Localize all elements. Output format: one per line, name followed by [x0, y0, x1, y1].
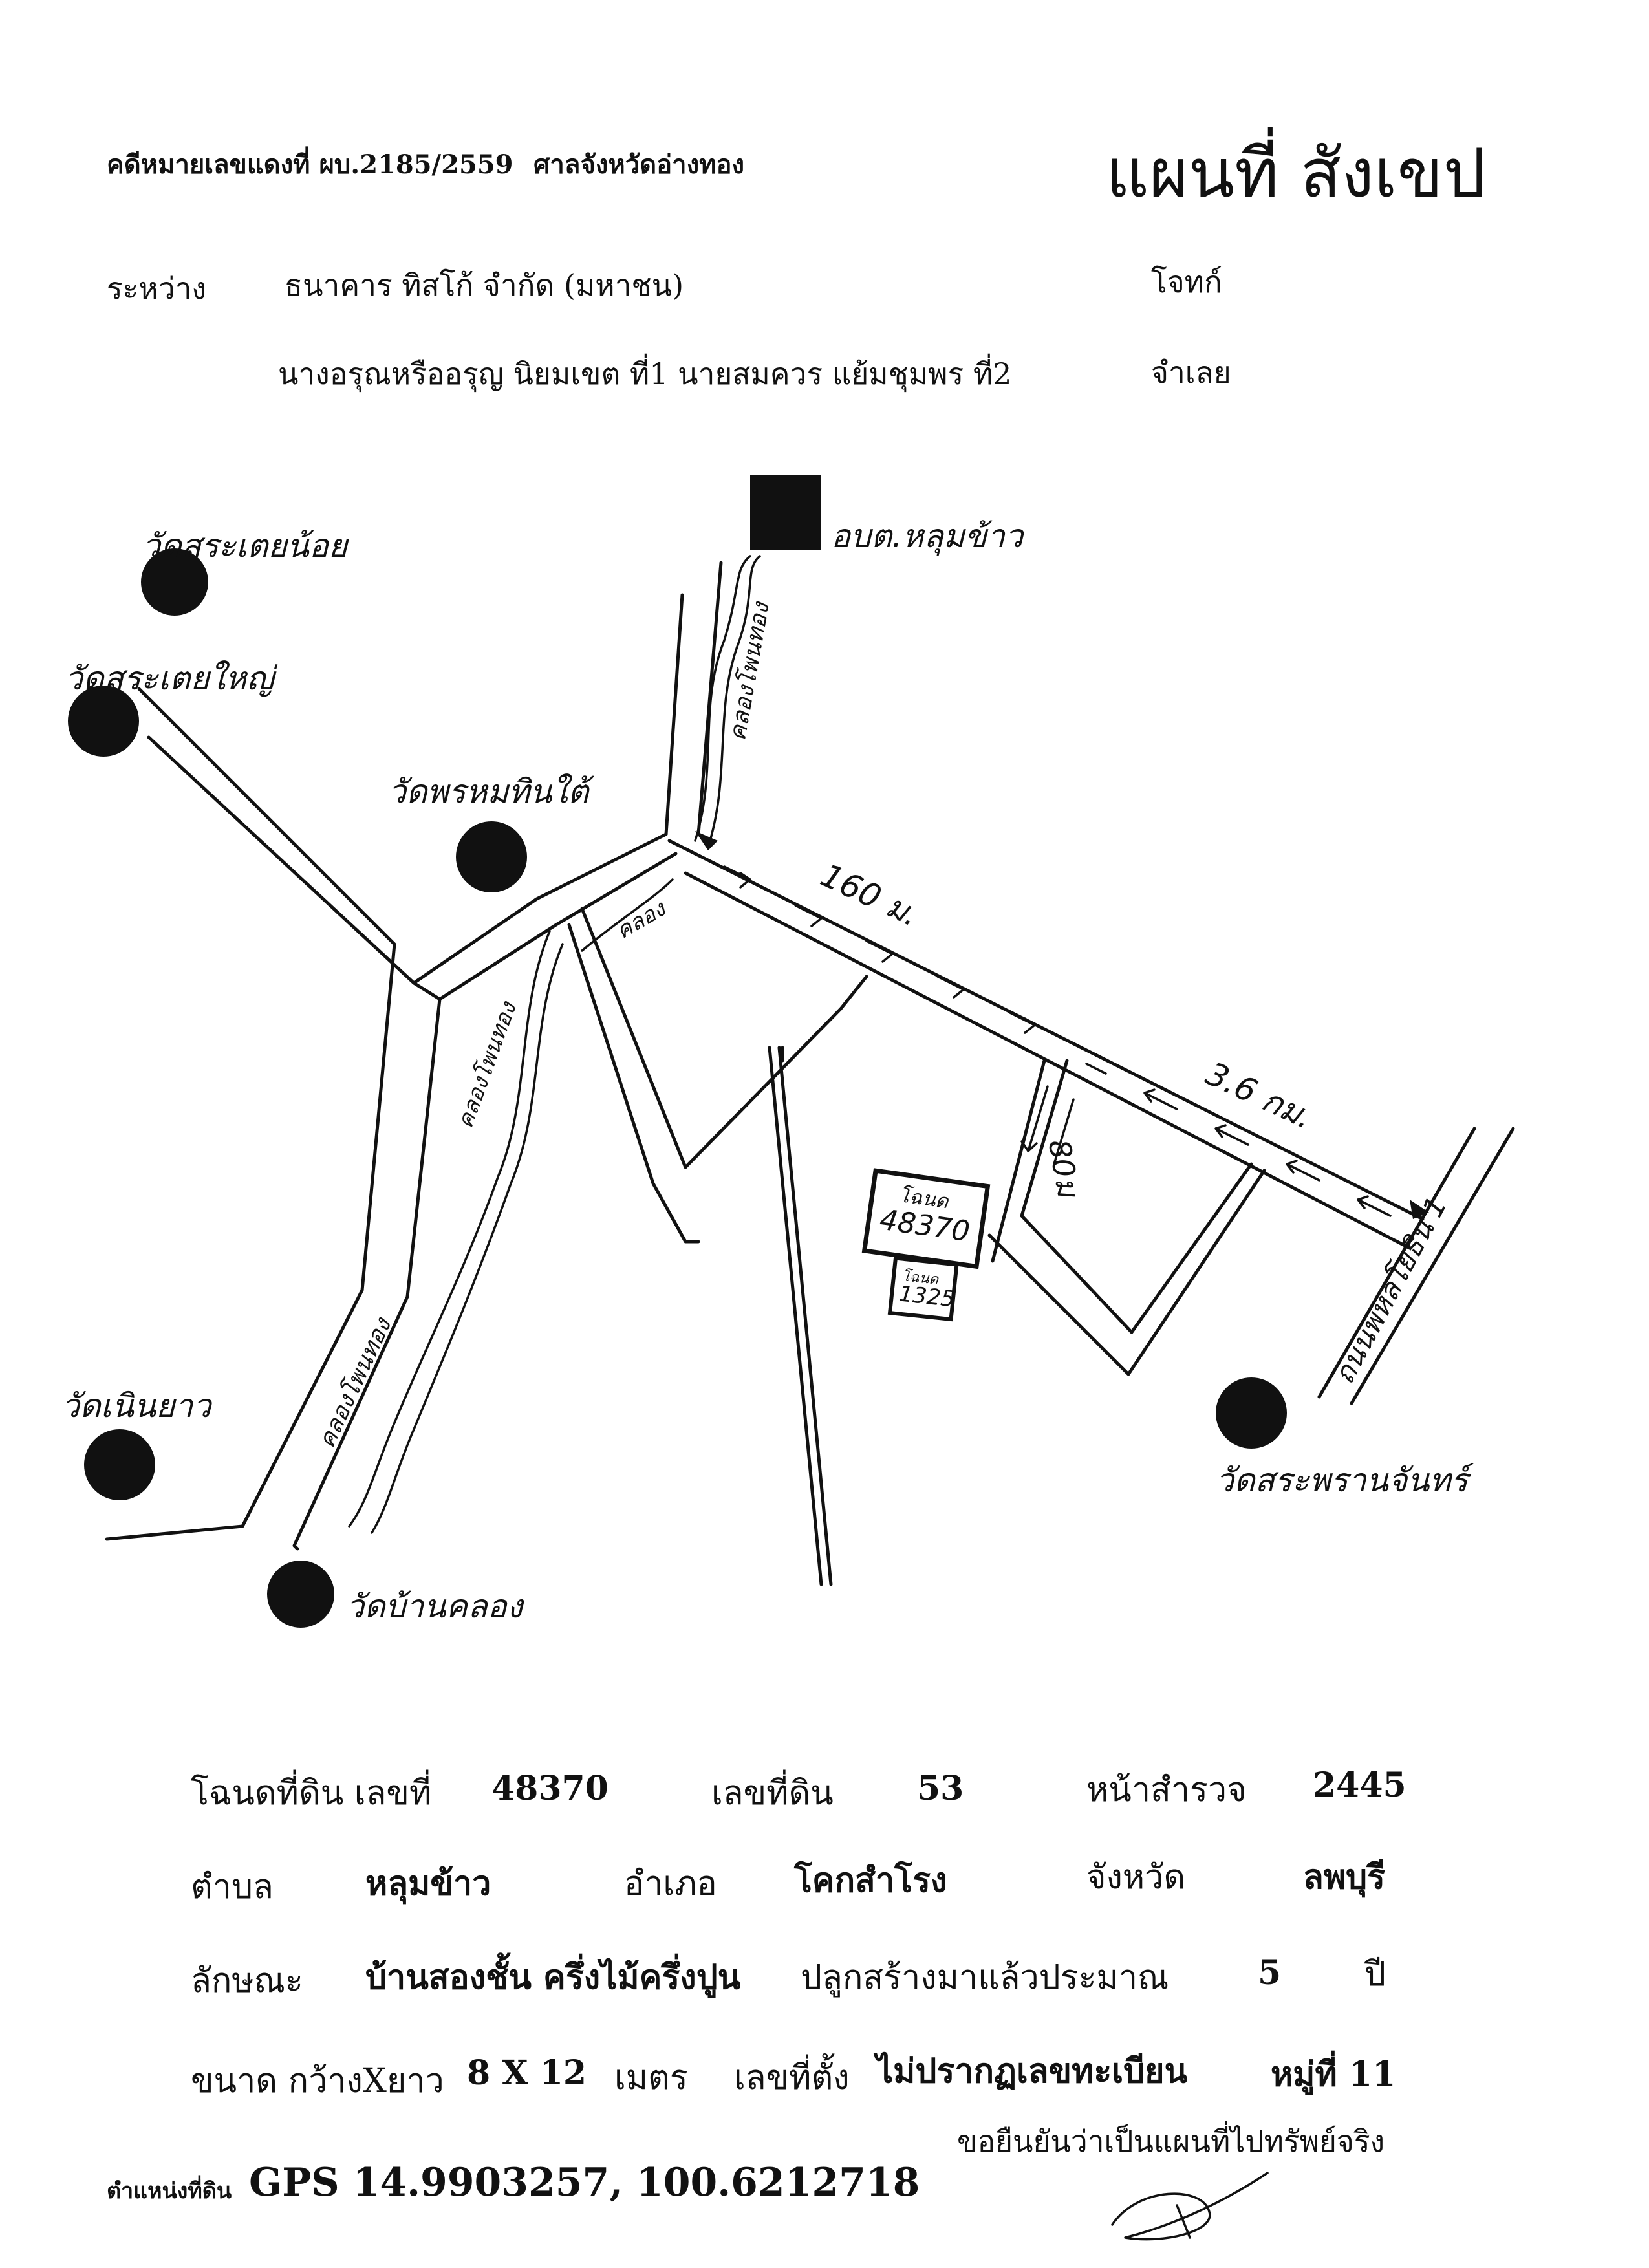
age-label: ปลูกสร้างมาแล้วประมาณ	[801, 1958, 1169, 1997]
survey-label: หน้าสำรวจ	[1086, 1771, 1247, 1809]
label-temple-saraphet-noi: วัดสระเตยน้อย	[142, 527, 348, 565]
page-title: แผนที่ สังเขป	[1106, 134, 1486, 213]
province-value: ลพบุรี	[1303, 1857, 1386, 1897]
land-number: 53	[917, 1769, 964, 1808]
size-label: ขนาด กว้างXยาว	[191, 2062, 444, 2101]
road-down-b	[777, 1046, 833, 1586]
signature	[1111, 2172, 1269, 2241]
province-label: จังหวัด	[1086, 1858, 1186, 1897]
canal-north-b	[694, 555, 751, 842]
road-down-a	[768, 1046, 823, 1586]
access-road-a	[991, 1059, 1046, 1263]
end-marker-icon	[1410, 1200, 1429, 1219]
house-no-value: ไม่ปรากฏเลขทะเบียน	[876, 2051, 1188, 2091]
district-value: โคกสำโรง	[794, 1861, 947, 1900]
road-central-b	[438, 852, 678, 1001]
lot-lower	[987, 1169, 1266, 1376]
confirm-statement: ขอยืนยันว่าเป็นแผนที่ไปทรัพย์จริง	[957, 2124, 1385, 2159]
canal-north	[707, 555, 761, 848]
temple-icon-saraphet-yai	[68, 686, 139, 757]
survey-number: 2445	[1313, 1766, 1406, 1805]
label-distance-80: 80ม	[1041, 1136, 1086, 1200]
subdistrict-label: ตำบล	[191, 1868, 274, 1906]
road-north-a	[664, 593, 684, 836]
age-unit: ปี	[1364, 1955, 1386, 1994]
temple-icon-sa-phran-chan	[1216, 1377, 1287, 1449]
subdistrict-value: หลุมข้าว	[365, 1864, 491, 1903]
road-fork-a	[567, 923, 700, 1244]
gps-value: GPS 14.9903257, 100.6212718	[249, 2160, 920, 2205]
deed-number: 48370	[491, 1769, 609, 1808]
defendant-role: จำเลย	[1151, 355, 1231, 390]
court-name: ศาลจังหวัดอ่างทอง	[534, 149, 745, 180]
highway-a	[1317, 1127, 1476, 1399]
route-arrows	[723, 865, 1392, 1217]
road-fork-b	[580, 907, 868, 1169]
label-temple-sa-phran-chan: วัดสระพรานจันทร์	[1216, 1462, 1469, 1499]
case-number: คดีหมายเลขแดงที่ ผบ.2185/2559	[107, 149, 513, 180]
road-left-inner	[147, 735, 442, 1551]
temple-icon-noen-yao	[84, 1429, 155, 1500]
gps-label: ตำแหน่งที่ดิน	[107, 2178, 232, 2204]
type-value: บ้านสองชั้น ครึ่งไม้ครึ่งปูน	[365, 1958, 741, 1997]
label-temple-ban-khlong: วัดบ้านคลอง	[346, 1588, 523, 1625]
plaintiff-name: ธนาคาร ทิสโก้ จำกัด (มหาชน)	[285, 268, 684, 303]
village-value: หมู่ที่ 11	[1271, 2055, 1396, 2094]
temple-icon-phrom-thin-tai	[456, 821, 527, 892]
highway-b	[1350, 1127, 1515, 1405]
canal-mid-b	[371, 943, 564, 1534]
sao-building-icon	[750, 475, 821, 550]
type-label: ลักษณะ	[191, 1961, 303, 2000]
label-sao: อบต.หลุมข้าว	[831, 517, 1024, 555]
between-label: ระหว่าง	[107, 271, 206, 306]
district-label: อำเภอ	[624, 1864, 717, 1903]
temple-icon-ban-khlong	[267, 1561, 334, 1628]
deed-box-48370	[861, 1168, 991, 1269]
house-no-label: เลขที่ตั้ง	[734, 2058, 850, 2097]
road-north-b	[696, 561, 723, 836]
label-temple-saraphet-yai: วัดสระเตยใหญ่	[65, 660, 274, 697]
main-road-bottom	[684, 871, 1412, 1250]
start-marker-icon	[695, 831, 718, 850]
access-road-b	[1020, 1059, 1069, 1218]
size-unit: เมตร	[614, 2058, 688, 2097]
main-road-top	[667, 839, 1425, 1221]
canal-small	[581, 878, 674, 952]
label-temple-phrom-thin-tai: วัดพรหมทินใต้	[388, 773, 589, 810]
land-no-label: เลขที่ดิน	[711, 1774, 834, 1813]
defendants-names: นางอรุณหรืออรุญ นิยมเขต ที่1 นายสมควร แย…	[278, 356, 1012, 391]
plaintiff-role: โจทก์	[1151, 265, 1222, 299]
deed-box-1325	[887, 1256, 959, 1322]
deed-label: โฉนดที่ดิน เลขที่	[191, 1774, 432, 1813]
label-temple-noen-yao: วัดเนินยาว	[61, 1387, 211, 1425]
canal-mid-a	[348, 930, 551, 1528]
road-left-outer	[105, 687, 396, 1541]
age-value: 5	[1258, 1953, 1282, 1993]
road-central-a	[412, 832, 668, 985]
lot-upper	[1020, 1162, 1253, 1334]
size-value: 8 X 12	[467, 2053, 587, 2093]
temple-icon-saraphet-noi	[141, 548, 208, 616]
